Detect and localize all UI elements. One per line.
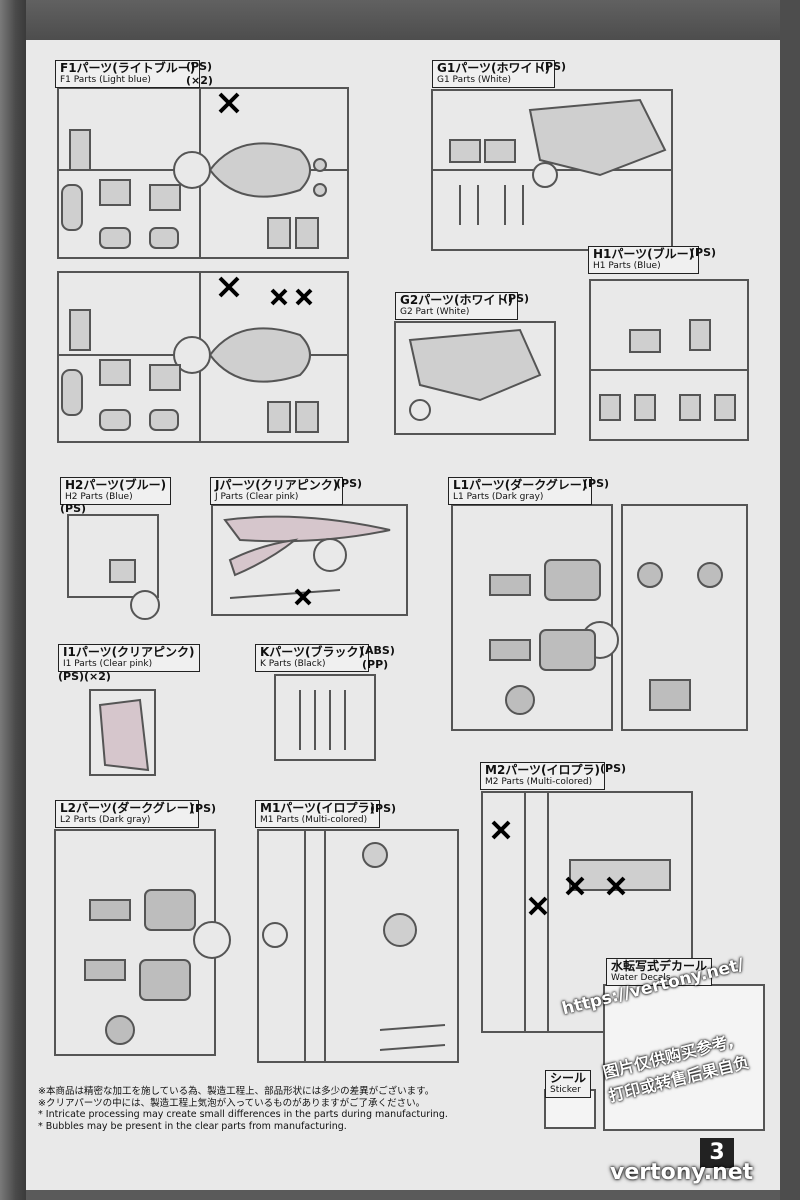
g2-material: (PS) <box>503 292 530 305</box>
runner-l2 <box>54 829 231 1056</box>
watermark-site: vertony.net <box>610 1160 754 1185</box>
f1-title-ja: F1パーツ(ライトブルー) <box>60 61 196 75</box>
h2-title-ja: H2パーツ(ブルー) <box>65 478 167 492</box>
section-j: Jパーツ(クリアピンク) J Parts (Clear pink) <box>210 477 344 505</box>
section-decal: 水転写式デカール Water Decals <box>606 958 713 986</box>
runner-f1-b <box>57 271 349 443</box>
h1-material: (PS) <box>690 246 717 259</box>
h2-title-en: H2 Parts (Blue) <box>65 492 133 502</box>
l2-title-ja: L2パーツ(ダークグレー) <box>60 801 195 815</box>
i1-quantity: (×2) <box>84 670 111 683</box>
g1-material: (PS) <box>540 60 567 73</box>
m2-material: (PS) <box>600 762 627 775</box>
i1-title-ja: I1パーツ(クリアピンク) <box>63 645 195 659</box>
k-material: (ABS) <box>360 644 395 657</box>
h1-title-en: H1 Parts (Blue) <box>593 261 661 271</box>
j-material: (PS) <box>336 477 363 490</box>
f1-material: (PS) <box>186 60 213 73</box>
runner-l1 <box>451 504 748 731</box>
runner-m1 <box>257 829 459 1063</box>
g2-title-en: G2 Part (White) <box>400 307 470 317</box>
decal-title-en: Water Decals <box>611 973 671 983</box>
section-sticker: シール Sticker <box>545 1070 592 1098</box>
runner-m2 <box>481 791 693 1033</box>
g1-title-en: G1 Parts (White) <box>437 75 512 85</box>
g2-title-ja: G2パーツ(ホワイト) <box>400 293 513 307</box>
section-g2: G2パーツ(ホワイト) G2 Part (White) <box>395 292 518 320</box>
j-title-ja: Jパーツ(クリアピンク) <box>215 478 339 492</box>
runner-i1 <box>89 689 156 776</box>
section-m2: M2パーツ(イロプラ) M2 Parts (Multi-colored) <box>480 762 606 790</box>
section-f1: F1パーツ(ライトブルー) F1 Parts (Light blue) <box>55 60 201 88</box>
scan-right-edge <box>780 0 800 1200</box>
l2-title-en: L2 Parts (Dark gray) <box>60 815 151 825</box>
sticker-title-ja: シール <box>550 1071 587 1085</box>
j-title-en: J Parts (Clear pink) <box>215 492 299 502</box>
m2-title-ja: M2パーツ(イロプラ) <box>485 763 601 777</box>
sticker-title-en: Sticker <box>550 1085 581 1095</box>
runner-f1-a <box>57 87 349 259</box>
i1-material: (PS) <box>58 670 85 683</box>
section-g1: G1パーツ(ホワイト) G1 Parts (White) <box>432 60 555 88</box>
unused-part-marks <box>218 92 626 916</box>
section-k: Kパーツ(ブラック) K Parts (Black) <box>255 644 370 672</box>
section-l2: L2パーツ(ダークグレー) L2 Parts (Dark gray) <box>55 800 200 828</box>
l1-title-en: L1 Parts (Dark gray) <box>453 492 544 502</box>
note-line: ※本商品は精密な加工を施している為、製造工程上、部品形状には多少の差異がございま… <box>38 1086 435 1097</box>
runner-h1 <box>589 279 749 441</box>
runner-h2 <box>67 514 160 620</box>
section-h1: H1パーツ(ブルー) H1 Parts (Blue) <box>588 246 700 274</box>
m1-title-ja: M1パーツ(イロプラ) <box>260 801 376 815</box>
scan-left-edge <box>0 0 26 1200</box>
runner-k <box>274 674 376 761</box>
i1-title-en: I1 Parts (Clear pink) <box>63 659 153 669</box>
note-line: * Bubbles may be present in the clear pa… <box>38 1120 347 1132</box>
manufacturing-notes: ※本商品は精密な加工を施している為、製造工程上、部品形状には多少の差異がございま… <box>38 1086 518 1132</box>
note-line: ※クリアパーツの中には、製造工程上気泡が入っているものがありますがご了承ください… <box>38 1097 426 1109</box>
l2-material: (PS) <box>190 802 217 815</box>
m1-title-en: M1 Parts (Multi-colored) <box>260 815 368 825</box>
k-title-ja: Kパーツ(ブラック) <box>260 645 365 659</box>
page-number: 3 <box>700 1138 734 1168</box>
g1-title-ja: G1パーツ(ホワイト) <box>437 61 550 75</box>
h1-title-ja: H1パーツ(ブルー) <box>593 247 695 261</box>
decal-title-ja: 水転写式デカール <box>611 959 708 973</box>
section-i1: I1パーツ(クリアピンク) I1 Parts (Clear pink) <box>58 644 200 672</box>
note-line: * Intricate processing may create small … <box>38 1109 448 1120</box>
f1-quantity: (×2) <box>186 74 213 87</box>
runner-g1 <box>431 89 673 251</box>
h2-material: (PS) <box>60 502 87 515</box>
l1-title-ja: L1パーツ(ダークグレー) <box>453 478 588 492</box>
f1-title-en: F1 Parts (Light blue) <box>60 75 151 85</box>
section-m1: M1パーツ(イロプラ) M1 Parts (Multi-colored) <box>255 800 381 828</box>
l1-material: (PS) <box>583 477 610 490</box>
k-title-en: K Parts (Black) <box>260 659 326 669</box>
section-h2: H2パーツ(ブルー) H2 Parts (Blue) <box>60 477 172 505</box>
scan-top-edge <box>0 0 800 40</box>
k-material-2: (PP) <box>362 658 389 671</box>
m1-material: (PS) <box>370 802 397 815</box>
runner-g2 <box>394 321 556 435</box>
section-l1: L1パーツ(ダークグレー) L1 Parts (Dark gray) <box>448 477 593 505</box>
runner-j <box>211 504 408 616</box>
m2-title-en: M2 Parts (Multi-colored) <box>485 777 593 787</box>
